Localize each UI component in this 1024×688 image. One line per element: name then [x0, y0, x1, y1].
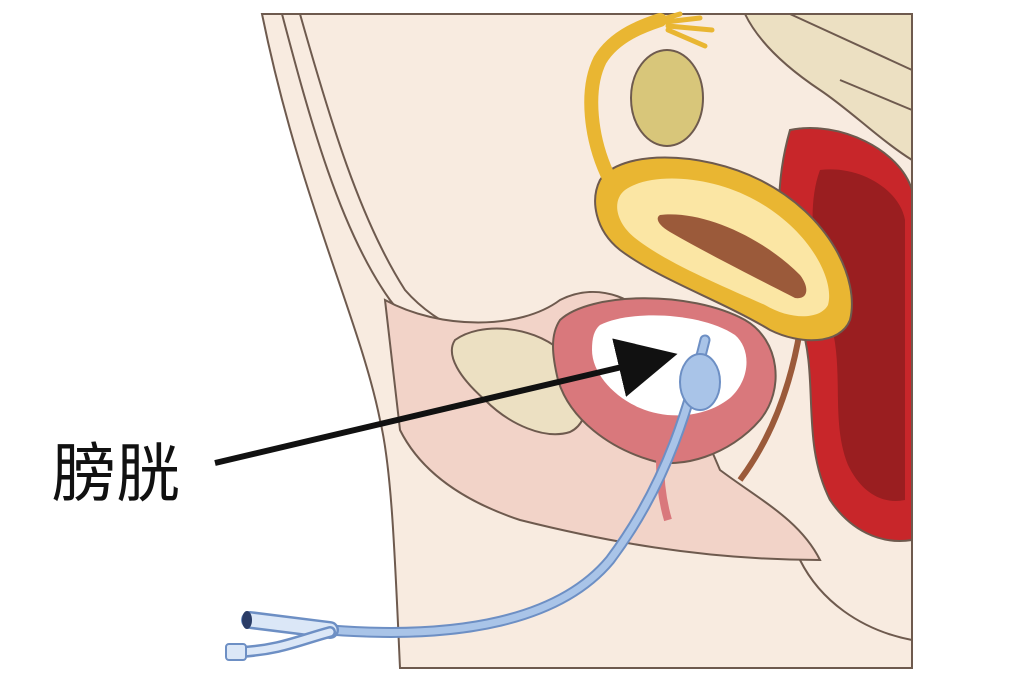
catheter-port-opening [242, 611, 252, 629]
sacrum-segment [839, 79, 913, 111]
catheter-tube-fill [326, 336, 709, 636]
foley-catheter-icon [225, 334, 721, 661]
fallopian-tube [584, 13, 667, 187]
bladder-label: 膀胱 [52, 438, 180, 512]
fimbriae [657, 11, 715, 49]
catheter-valve [225, 643, 247, 661]
pubic-bone [450, 327, 587, 436]
ovary [630, 49, 704, 147]
pointer-arrow-icon [214, 338, 678, 466]
catheter-balloon [679, 353, 721, 411]
catheter-port-main-fill [243, 613, 337, 637]
catheter-port-side-fill [236, 628, 334, 656]
sacrum-segment [789, 13, 913, 71]
uterine-cavity [657, 214, 807, 299]
thigh-contour [799, 559, 913, 641]
vaginal-canal [737, 329, 803, 482]
